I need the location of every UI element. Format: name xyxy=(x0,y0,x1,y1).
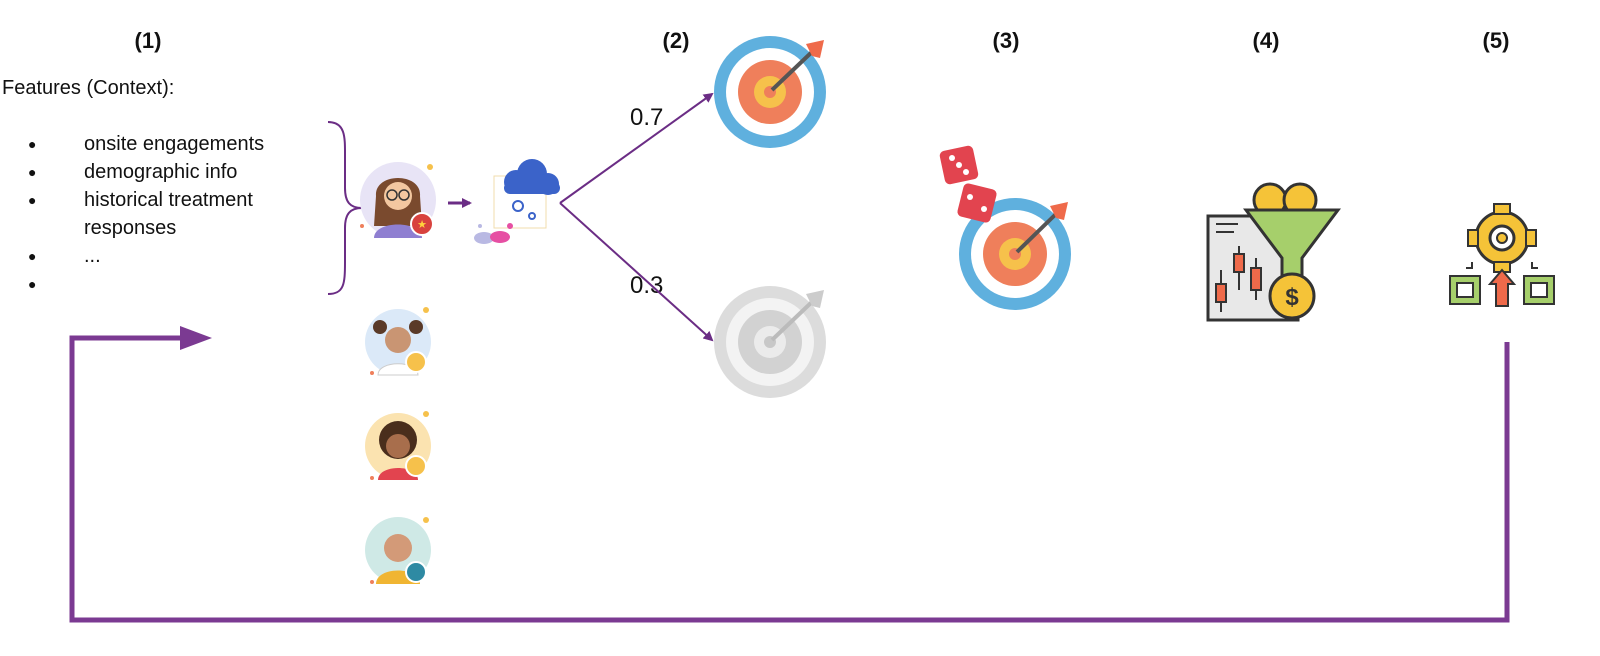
cloud-ml-model-icon xyxy=(474,159,560,244)
user-avatar-man-bald-icon xyxy=(365,517,431,584)
features-title: Features (Context): xyxy=(2,77,175,99)
features-brace xyxy=(327,121,363,295)
target-arrow-icon xyxy=(714,36,826,148)
step-3-label: (3) xyxy=(992,28,1020,53)
probability-top-label: 0.7 xyxy=(630,104,664,131)
branch-arrow-top xyxy=(559,92,714,204)
gear-documents-update-icon xyxy=(1449,203,1555,307)
step-4-label: (4) xyxy=(1252,28,1280,53)
svg-text:★: ★ xyxy=(417,219,427,231)
step-2-label: (2) xyxy=(662,28,690,53)
step-5-label: (5) xyxy=(1482,28,1510,53)
funnel-coin-chart-icon: $ xyxy=(1206,182,1341,322)
feature-item: onsite engagements xyxy=(0,130,320,158)
branch-arrow-bottom xyxy=(559,202,714,342)
feedback-loop-line xyxy=(69,335,1510,623)
user-avatar-girl-pigtails-icon xyxy=(365,307,431,376)
target-gray-icon xyxy=(714,286,826,398)
svg-text:$: $ xyxy=(1285,284,1299,311)
feature-item: historical treatment responses xyxy=(0,186,320,242)
step-1-label: (1) xyxy=(134,28,162,53)
feedback-loop-arrowhead xyxy=(180,326,212,350)
feature-item xyxy=(0,270,320,298)
probability-bottom-label: 0.3 xyxy=(630,272,664,299)
features-list: onsite engagements demographic info hist… xyxy=(0,130,320,298)
user-avatar-woman-curly-icon xyxy=(365,411,431,480)
user-avatar-woman-glasses-icon: ★ xyxy=(360,162,436,238)
feature-item: ... xyxy=(0,242,320,270)
dice-target-icon xyxy=(939,145,1071,310)
feature-item: demographic info xyxy=(0,158,320,186)
